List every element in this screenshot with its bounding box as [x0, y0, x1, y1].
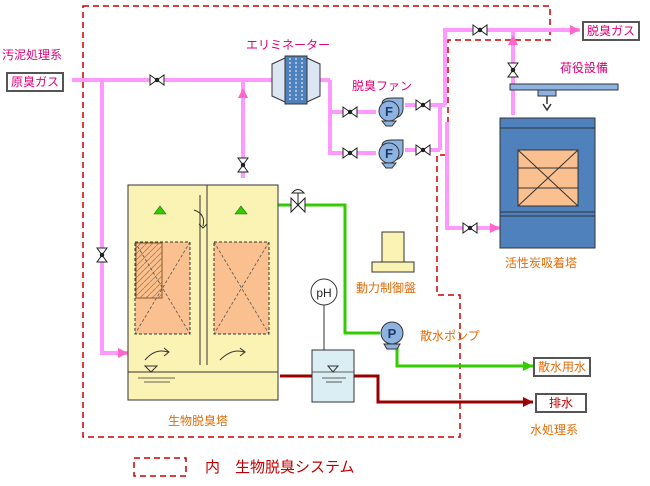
- water-arrows: [523, 361, 533, 371]
- label-deodorized-gas: 脱臭ガス: [582, 21, 641, 41]
- spray-pump: P: [380, 321, 404, 350]
- label-raw-odor-gas: 原臭ガス: [6, 72, 65, 92]
- label-deodor-fan: 脱臭ファン: [352, 79, 413, 93]
- label-spray-water: 散水用水: [533, 357, 592, 377]
- fan-1-letter: F: [385, 104, 393, 119]
- drain-arrows: [523, 397, 533, 407]
- ph-meter: pH: [310, 278, 338, 350]
- gas-valves: [96, 24, 519, 263]
- activated-carbon-tower: [499, 117, 596, 249]
- label-eliminator: エリミネーター: [246, 38, 331, 52]
- label-sludge-system: 汚泥処理系: [2, 48, 63, 62]
- flow-arrows: [118, 25, 580, 358]
- ph-tank: [311, 349, 355, 403]
- label-water-treatment: 水処理系: [530, 423, 579, 437]
- deodor-fan-1: F: [378, 97, 404, 127]
- legend-swatch: [133, 457, 187, 477]
- pump-letter: P: [388, 326, 397, 341]
- bio-tower: [127, 184, 279, 401]
- deodor-fan-2: F: [378, 139, 404, 169]
- label-activated-carbon-tower: 活性炭吸着塔: [505, 256, 578, 270]
- valve-stems: [99, 27, 516, 258]
- label-spray-pump: 散水ポンプ: [420, 329, 480, 343]
- eliminator: [271, 55, 321, 105]
- label-control-panel: 動力制御盤: [356, 281, 417, 295]
- legend-text: 内 生物脱臭システム: [205, 458, 355, 476]
- label-bio-tower: 生物脱臭塔: [168, 414, 229, 428]
- spray-valve: [290, 189, 306, 214]
- load-facility: [509, 83, 619, 112]
- fan-2-letter: F: [385, 146, 393, 161]
- ph-label: pH: [316, 286, 331, 300]
- drain-lines: [280, 374, 533, 404]
- control-panel: [371, 231, 415, 273]
- label-drain: 排水: [535, 393, 588, 413]
- label-load-facility: 荷役設備: [560, 61, 609, 75]
